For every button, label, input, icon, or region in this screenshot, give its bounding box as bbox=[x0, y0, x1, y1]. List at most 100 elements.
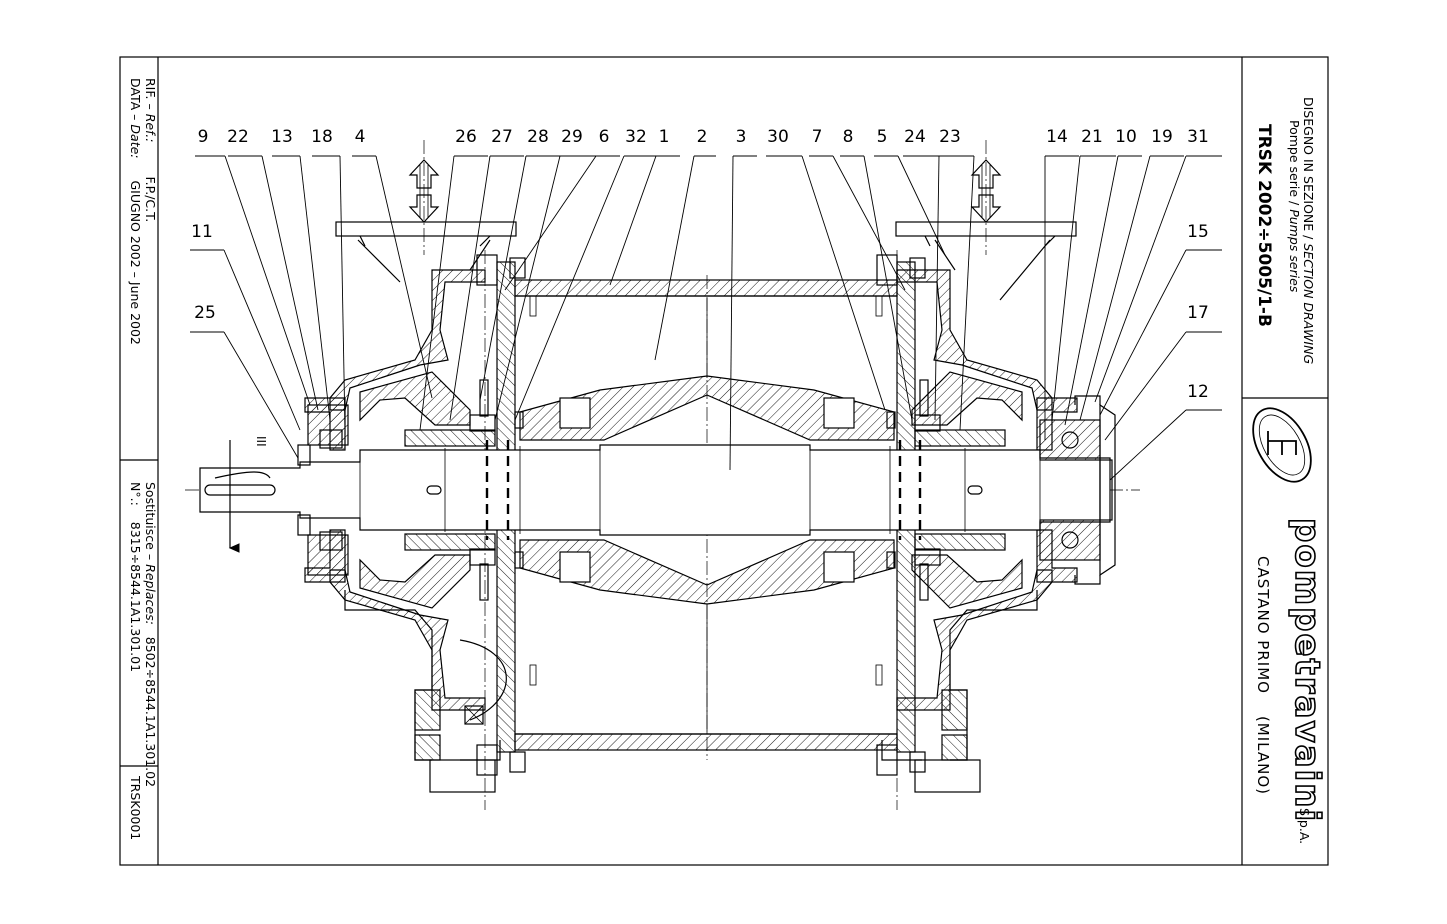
model-designation: TRSK 2002÷5005/1-B bbox=[1254, 124, 1274, 327]
series-line: Pompe serie / Pumps series bbox=[1287, 120, 1302, 293]
callout-number: 17 bbox=[1187, 303, 1209, 323]
callout-number: 12 bbox=[1187, 382, 1209, 402]
rotation-direction-arrow-icon: III bbox=[214, 436, 271, 553]
callout-11: 11 bbox=[190, 222, 301, 431]
callout-leader-line bbox=[339, 155, 346, 431]
inlet-flow-arrow-icon bbox=[408, 159, 440, 223]
callout-13: 13 bbox=[271, 127, 331, 421]
callout-18: 18 bbox=[311, 127, 346, 431]
callout-number: 8 bbox=[843, 127, 854, 147]
callout-32: 32 bbox=[514, 127, 658, 421]
callout-number: 14 bbox=[1046, 127, 1068, 147]
callout-leader-line bbox=[1099, 249, 1187, 416]
rotation-marker: III bbox=[254, 436, 268, 447]
callout-number: 31 bbox=[1187, 127, 1209, 147]
callout-leader-line bbox=[1104, 331, 1187, 441]
callout-12: 12 bbox=[1109, 382, 1222, 481]
callout-25: 25 bbox=[190, 303, 299, 459]
callout-8: 8 bbox=[840, 127, 913, 421]
callout-21: 21 bbox=[1051, 127, 1116, 421]
number-line: N°.: 8315÷8544.1A1.301.01 bbox=[128, 482, 143, 672]
callout-leader-line bbox=[1094, 155, 1187, 403]
callout-number: 22 bbox=[227, 127, 249, 147]
callout-number: 4 bbox=[355, 127, 366, 147]
callout-2: 2 bbox=[654, 127, 716, 361]
callout-leader-line bbox=[832, 155, 906, 291]
callout-leader-line bbox=[419, 155, 455, 431]
callout-number: 21 bbox=[1081, 127, 1103, 147]
callout-24: 24 bbox=[903, 127, 940, 421]
callout-number: 11 bbox=[191, 222, 213, 242]
callout-leader-line bbox=[479, 155, 527, 401]
callout-number: 32 bbox=[625, 127, 647, 147]
right-title-strip: DISEGNO IN SEZIONE / SECTION DRAWING Pom… bbox=[1252, 97, 1328, 844]
callout-leader-line bbox=[223, 249, 301, 431]
callout-leader-line bbox=[654, 155, 695, 361]
callout-leader-line bbox=[1064, 155, 1119, 426]
callout-31: 31 bbox=[1094, 127, 1222, 403]
callout-leader-line bbox=[261, 155, 319, 411]
replaces-line: Sostituisce – Replaces: 8502÷8544.1A1.30… bbox=[143, 482, 158, 787]
outlet-flow-arrow-icon bbox=[970, 159, 1002, 223]
callout-number: 1 bbox=[659, 127, 670, 147]
callout-9: 9 bbox=[195, 127, 311, 406]
callout-leader-line bbox=[863, 155, 913, 421]
sheet-frame bbox=[119, 56, 1329, 866]
callout-19: 19 bbox=[1079, 127, 1184, 421]
callout-17: 17 bbox=[1104, 303, 1222, 441]
callout-number: 24 bbox=[904, 127, 926, 147]
callout-number: 28 bbox=[527, 127, 549, 147]
callout-leader-line bbox=[223, 331, 299, 459]
company-logo-icon bbox=[1252, 407, 1312, 483]
callout-number: 25 bbox=[194, 303, 216, 323]
callout-29: 29 bbox=[494, 127, 596, 421]
callout-number: 9 bbox=[198, 127, 209, 147]
callout-number: 10 bbox=[1115, 127, 1137, 147]
callout-number: 18 bbox=[311, 127, 333, 147]
callout-number: 3 bbox=[736, 127, 747, 147]
callout-leader-line bbox=[1109, 409, 1187, 481]
callout-number: 15 bbox=[1187, 222, 1209, 242]
callout-23: 23 bbox=[938, 127, 975, 431]
callout-leader-line bbox=[375, 155, 433, 399]
callout-30: 30 bbox=[766, 127, 886, 411]
company-location: CASTANO PRIMO(MILANO) bbox=[1254, 556, 1272, 795]
callout-22: 22 bbox=[227, 127, 319, 411]
drawing-code: TRSK0001 bbox=[128, 775, 143, 840]
callout-26: 26 bbox=[419, 127, 488, 431]
callout-3: 3 bbox=[729, 127, 757, 471]
left-title-strip: RIF. – Ref.: F.P./C.T. DATA – Date: GIUG… bbox=[128, 78, 158, 840]
callout-leader-line bbox=[224, 155, 311, 406]
drawing-type: DISEGNO IN SEZIONE / SECTION DRAWING bbox=[1301, 97, 1316, 364]
callout-14: 14 bbox=[1044, 127, 1079, 440]
callout-leader-line bbox=[729, 155, 734, 471]
callout-leader-line bbox=[504, 155, 597, 291]
callout-leader-line bbox=[801, 155, 886, 411]
callout-leader-line bbox=[1079, 155, 1151, 421]
callout-number: 27 bbox=[491, 127, 513, 147]
callout-leader-line bbox=[299, 155, 331, 421]
callout-leader-line bbox=[609, 155, 657, 286]
callout-number: 6 bbox=[599, 127, 610, 147]
callout-10: 10 bbox=[1064, 127, 1142, 426]
callout-6: 6 bbox=[504, 127, 620, 291]
callout-number: 7 bbox=[812, 127, 823, 147]
company-suffix: S.p.A. bbox=[1297, 808, 1312, 844]
date-line: DATA – Date: GIUGNO 2002 – June 2002 bbox=[128, 78, 143, 345]
callout-number: 26 bbox=[455, 127, 477, 147]
callout-27: 27 bbox=[449, 127, 524, 421]
callout-number: 30 bbox=[767, 127, 789, 147]
callout-4: 4 bbox=[352, 127, 433, 399]
callout-15: 15 bbox=[1099, 222, 1222, 416]
callout-number: 23 bbox=[939, 127, 961, 147]
company-name: pompetravaini bbox=[1287, 518, 1327, 823]
callout-leader-line bbox=[934, 155, 940, 421]
callout-5: 5 bbox=[874, 127, 946, 256]
pump-section: III bbox=[185, 140, 1140, 810]
callout-number: 2 bbox=[697, 127, 708, 147]
callout-7: 7 bbox=[809, 127, 906, 291]
callout-number: 5 bbox=[877, 127, 888, 147]
